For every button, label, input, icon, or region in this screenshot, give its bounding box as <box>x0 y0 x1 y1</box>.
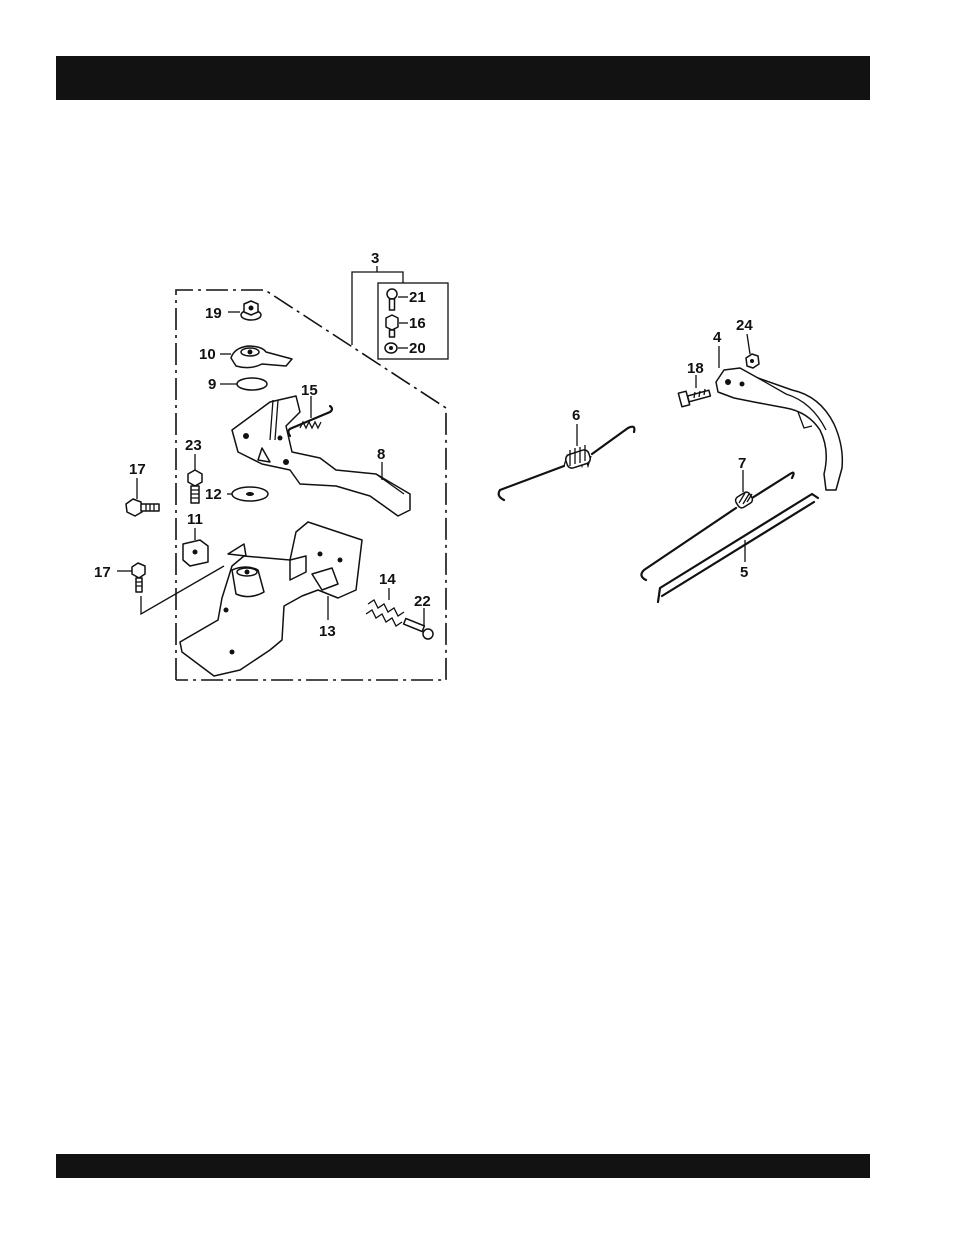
label-24: 24 <box>736 317 753 334</box>
lever-arm-4-part <box>716 346 842 490</box>
washer-12-part <box>227 487 268 501</box>
bolt-21-part <box>387 289 408 310</box>
collar-16-part <box>386 315 408 337</box>
label-6: 6 <box>572 407 580 424</box>
clip-20-part <box>385 343 408 353</box>
clip-11-part <box>183 528 208 566</box>
label-12: 12 <box>205 486 222 503</box>
label-15: 15 <box>301 382 318 399</box>
nut-19-part <box>228 301 261 320</box>
label-14: 14 <box>379 571 396 588</box>
label-3: 3 <box>371 250 379 267</box>
washer-9-part <box>220 378 267 390</box>
label-9: 9 <box>208 376 216 393</box>
spring-rod-7-part <box>641 470 793 580</box>
nut-24-part <box>746 334 759 368</box>
label-7: 7 <box>738 455 746 472</box>
label-10: 10 <box>199 346 216 363</box>
label-18: 18 <box>687 360 704 377</box>
label-8: 8 <box>377 446 385 463</box>
bolt-17-lower-part <box>117 563 224 614</box>
label-22: 22 <box>414 593 431 610</box>
callout-labels: 3 21 16 20 19 10 9 15 23 17 12 8 11 17 1… <box>94 250 753 640</box>
label-4: 4 <box>713 329 722 346</box>
label-17-upper: 17 <box>129 461 146 478</box>
bolt-18-part <box>678 375 710 407</box>
label-17-lower: 17 <box>94 564 111 581</box>
label-16: 16 <box>409 315 426 332</box>
label-19: 19 <box>205 305 222 322</box>
label-11: 11 <box>187 511 203 528</box>
rod-5-part <box>658 494 818 602</box>
label-5: 5 <box>740 564 748 581</box>
spring-rod-6-part <box>499 424 635 500</box>
arm-10-part <box>220 346 292 368</box>
label-13: 13 <box>319 623 336 640</box>
label-21: 21 <box>409 289 426 306</box>
screw-22-part <box>404 608 433 639</box>
spring-14-part <box>366 588 404 626</box>
label-20: 20 <box>409 340 426 357</box>
bolt-23-part <box>188 454 202 503</box>
label-23: 23 <box>185 437 202 454</box>
bolt-17-upper-part <box>126 478 159 516</box>
